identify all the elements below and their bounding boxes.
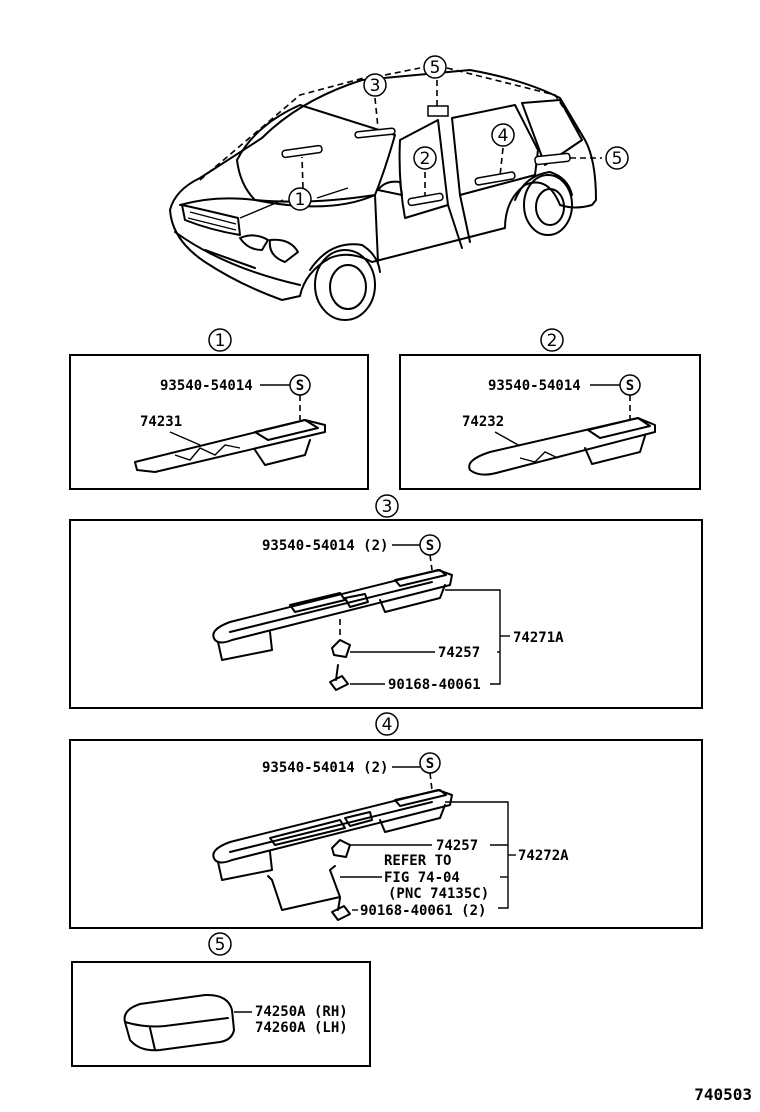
section-2-part-label: 74232 (462, 414, 504, 430)
svg-text:S: S (296, 378, 304, 394)
bracket-icon (267, 865, 341, 911)
svg-text:4: 4 (498, 126, 509, 146)
vehicle-overview: 3 5 2 4 5 1 (169, 55, 629, 321)
section-3-clip-label: 74257 (438, 645, 480, 661)
section-5: 5 74250A (RH) 74260A (LH) (71, 932, 371, 1067)
svg-text:3: 3 (370, 76, 381, 96)
section-3-bolt-label: 90168-40061 (388, 677, 481, 693)
room-lamp-assembly-icon (212, 789, 453, 881)
clip-icon (331, 839, 351, 858)
room-lamp-icon (134, 419, 326, 473)
section-3-panel (69, 519, 703, 709)
svg-text:S: S (426, 538, 434, 554)
clip-icon (331, 639, 351, 658)
car-callout-1: 1 (288, 187, 312, 211)
section-4-bolt-label: 90168-40061 (2) (360, 903, 486, 919)
section-4-number: 4 (382, 715, 393, 735)
section-4-refer-line2: FIG 74-04 (384, 870, 460, 886)
section-5-part-rh-label: 74250A (RH) (255, 1004, 348, 1020)
bolt-icon (329, 664, 349, 691)
car-callout-4: 4 (491, 123, 515, 147)
section-2: 2 93540-54014 S 74232 (399, 328, 701, 490)
svg-text:S: S (626, 378, 634, 394)
cover-part-icon (123, 993, 235, 1052)
svg-text:5: 5 (430, 58, 441, 78)
figure-code: 740503 (694, 1085, 752, 1104)
svg-text:1: 1 (295, 190, 306, 210)
section-4-refer-line3: (PNC 74135C) (388, 886, 489, 902)
car-callout-2: 2 (413, 146, 437, 170)
section-3: 3 93540-54014 (2) S 74257 90168-40061 (69, 494, 703, 709)
section-1: 1 93540-54014 S 74231 (69, 328, 369, 490)
car-callout-5-rear: 5 (605, 146, 629, 170)
section-1-screw-label: 93540-54014 (160, 378, 253, 394)
svg-text:2: 2 (420, 149, 431, 169)
section-4-refer-line1: REFER TO (384, 853, 451, 869)
room-lamp-assembly-icon (212, 569, 453, 661)
section-4-assembly-label: 74272A (518, 848, 569, 864)
car-callout-5-top: 5 (423, 55, 447, 79)
svg-text:5: 5 (612, 149, 623, 169)
section-4-clip-label: 74257 (436, 838, 478, 854)
section-5-part-lh-label: 74260A (LH) (255, 1020, 348, 1036)
section-2-panel (399, 354, 701, 490)
section-2-screw-label: 93540-54014 (488, 378, 581, 394)
section-3-assembly-label: 74271A (513, 630, 564, 646)
section-1-part-label: 74231 (140, 414, 182, 430)
section-3-number: 3 (382, 497, 393, 517)
car-callout-3: 3 (363, 73, 387, 97)
section-5-panel (71, 961, 371, 1067)
section-4-panel (69, 739, 703, 929)
section-5-number: 5 (215, 935, 226, 955)
section-2-number: 2 (547, 331, 558, 351)
bolt-icon (331, 897, 351, 921)
section-1-number: 1 (215, 331, 226, 351)
section-4: 4 93540-54014 (2) S 74257 REFER TO FIG 7… (69, 712, 703, 929)
svg-text:S: S (426, 756, 434, 772)
section-3-screw-label: 93540-54014 (2) (262, 538, 388, 554)
room-lamp-icon (468, 417, 656, 476)
section-1-panel (69, 354, 369, 490)
section-4-screw-label: 93540-54014 (2) (262, 760, 388, 776)
